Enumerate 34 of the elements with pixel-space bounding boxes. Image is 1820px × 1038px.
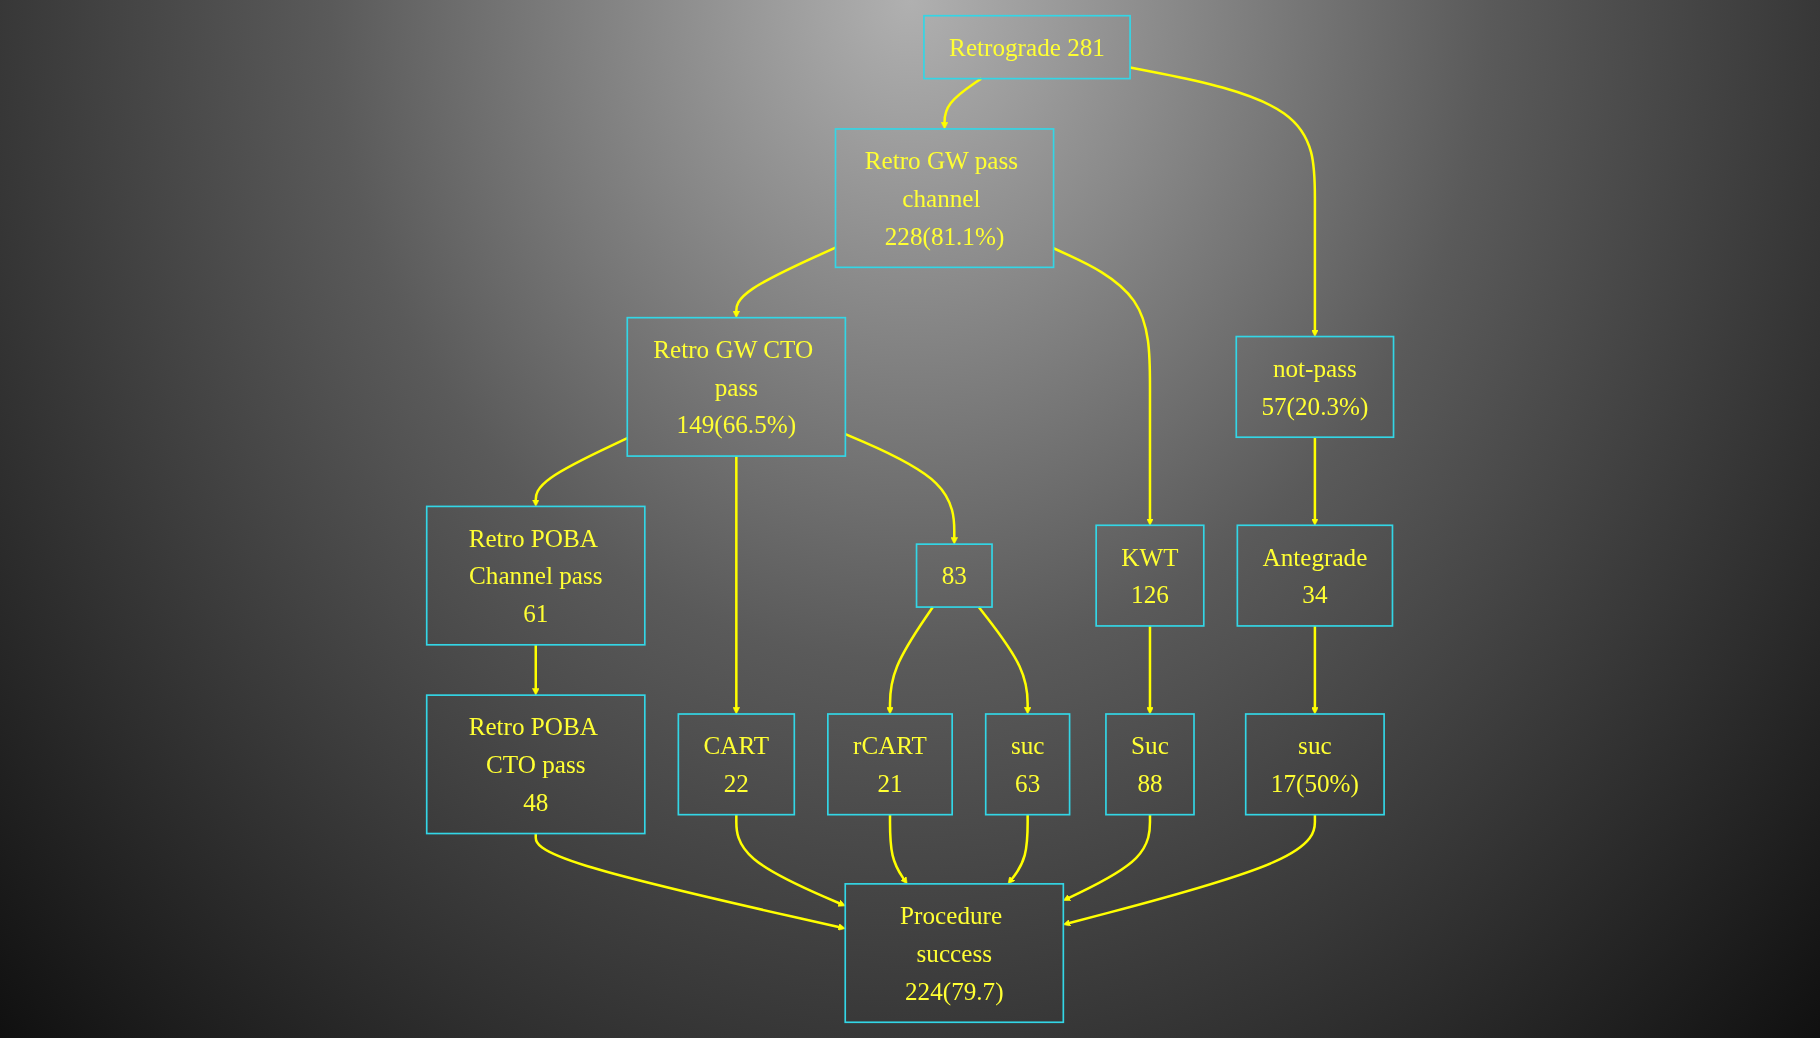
arrow xyxy=(1062,814,1152,901)
node-box: rCART 21 xyxy=(826,713,953,816)
arrow xyxy=(1146,625,1154,715)
node-box: KWT 126 xyxy=(1095,524,1205,627)
arrow xyxy=(732,456,740,715)
arrow xyxy=(531,437,628,507)
node-box: suc 17(50%) xyxy=(1244,713,1385,816)
arrow xyxy=(531,644,540,696)
arrow xyxy=(1062,814,1317,927)
node-box: Retro POBA Channel pass 61 xyxy=(425,505,646,646)
arrow xyxy=(844,432,958,545)
arrow xyxy=(940,77,982,130)
node-box: Retrograde 281 xyxy=(922,14,1131,80)
node-box: suc 63 xyxy=(984,713,1071,816)
node-box: not-pass 57(20.3%) xyxy=(1235,335,1395,439)
arrow xyxy=(977,606,1032,715)
node-box: Retro POBA CTO pass 48 xyxy=(425,694,646,835)
node-box: Retro GW pass channel 228(81.1%) xyxy=(834,128,1055,269)
arrow xyxy=(886,606,934,715)
arrow xyxy=(888,814,908,885)
arrow xyxy=(1311,437,1319,526)
node-box: 83 xyxy=(915,543,993,608)
node-box: Retro GW CTO pass 149(66.5%) xyxy=(626,316,847,457)
node-box: Suc 88 xyxy=(1104,713,1195,816)
arrow xyxy=(1311,625,1319,715)
arrow xyxy=(734,814,846,907)
arrow xyxy=(732,246,836,318)
node-box: Antegrade 34 xyxy=(1236,524,1394,627)
node-box: CART 22 xyxy=(677,713,795,816)
arrow xyxy=(1007,814,1029,885)
arrow xyxy=(534,833,846,931)
node-box: Procedure success 224(79.7) xyxy=(844,883,1065,1024)
arrow xyxy=(1052,247,1154,526)
arrow xyxy=(1129,66,1319,337)
